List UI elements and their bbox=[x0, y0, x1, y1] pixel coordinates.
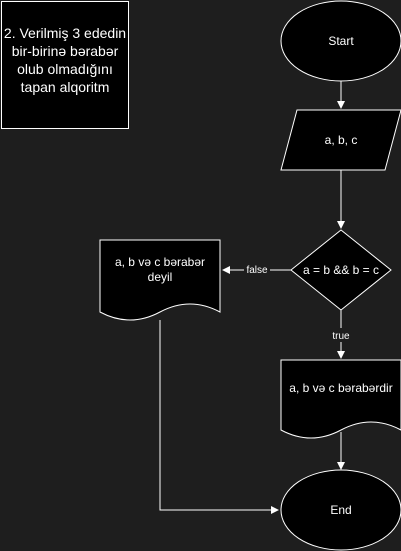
true-label: true bbox=[332, 331, 350, 342]
not-equal-node[interactable] bbox=[99, 239, 221, 321]
diagram-title: 2. Verilmiş 3 ededin bir-birinə bərabər … bbox=[3, 25, 127, 95]
input-label: a, b, c bbox=[325, 133, 358, 147]
true-label-bg bbox=[328, 328, 354, 342]
condition-label: a = b && b = c bbox=[303, 263, 379, 277]
start-label: Start bbox=[328, 34, 354, 48]
equal-node[interactable] bbox=[280, 359, 401, 439]
condition-node[interactable] bbox=[290, 229, 392, 311]
equal-label: a, b və c bərabərdir bbox=[289, 381, 392, 395]
not-equal-label-line2: deyil bbox=[148, 270, 173, 284]
start-node[interactable] bbox=[280, 0, 401, 82]
end-label: End bbox=[330, 503, 351, 517]
end-node[interactable] bbox=[280, 469, 401, 551]
not-equal-label-line1: a, b və c bərabər bbox=[115, 255, 205, 269]
false-label-bg bbox=[244, 262, 270, 276]
input-node[interactable] bbox=[280, 109, 401, 171]
false-label: false bbox=[246, 265, 268, 276]
edge-not-equal-to-end bbox=[159, 320, 279, 514]
title-box: 2. Verilmiş 3 ededin bir-birinə bərabər … bbox=[1, 1, 129, 129]
